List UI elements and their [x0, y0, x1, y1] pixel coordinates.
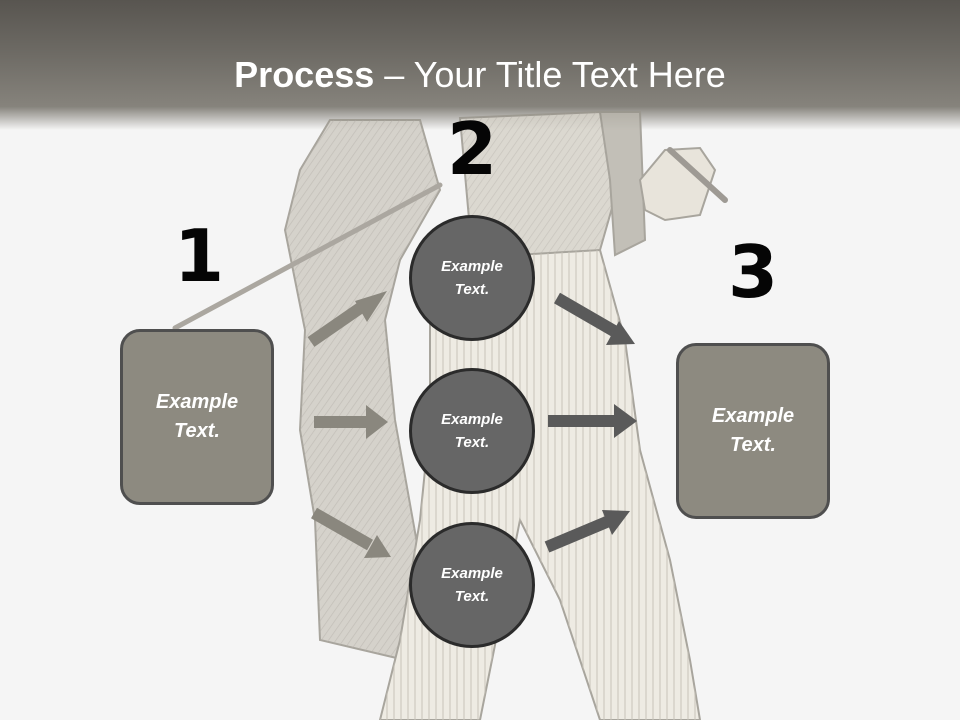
step-2-circle-middle-label: Example Text. — [441, 411, 503, 451]
step-1-label: Example Text. — [155, 391, 239, 442]
step-2-circle-top-label: Example Text. — [441, 258, 503, 298]
step-2-circle-bottom: Example Text. — [409, 522, 535, 648]
step-3-label: Example Text. — [711, 405, 795, 456]
step-2-circle-middle: Example Text. — [409, 368, 535, 494]
arrow-up-right — [544, 510, 630, 553]
title-bold: Process — [234, 54, 375, 95]
title-bar: Process – Your Title Text Here — [0, 0, 960, 130]
step-2-circle-top: Example Text. — [409, 215, 535, 341]
step-3-box: Example Text. — [676, 343, 830, 519]
arrow-up-left — [307, 291, 387, 347]
arrow-mid-right — [548, 404, 637, 438]
title-rest: – Your Title Text Here — [374, 54, 726, 95]
arrow-down-right — [553, 292, 635, 345]
step-1-box: Example Text. — [120, 329, 274, 505]
step-1-number: 1 — [173, 214, 225, 298]
slide-title: Process – Your Title Text Here — [0, 52, 960, 98]
step-2-circle-bottom-label: Example Text. — [441, 565, 503, 605]
step-3-number: 3 — [727, 230, 779, 314]
step-2-number: 2 — [446, 107, 498, 191]
arrow-mid-left — [314, 405, 388, 439]
arrow-down-left — [311, 507, 391, 558]
